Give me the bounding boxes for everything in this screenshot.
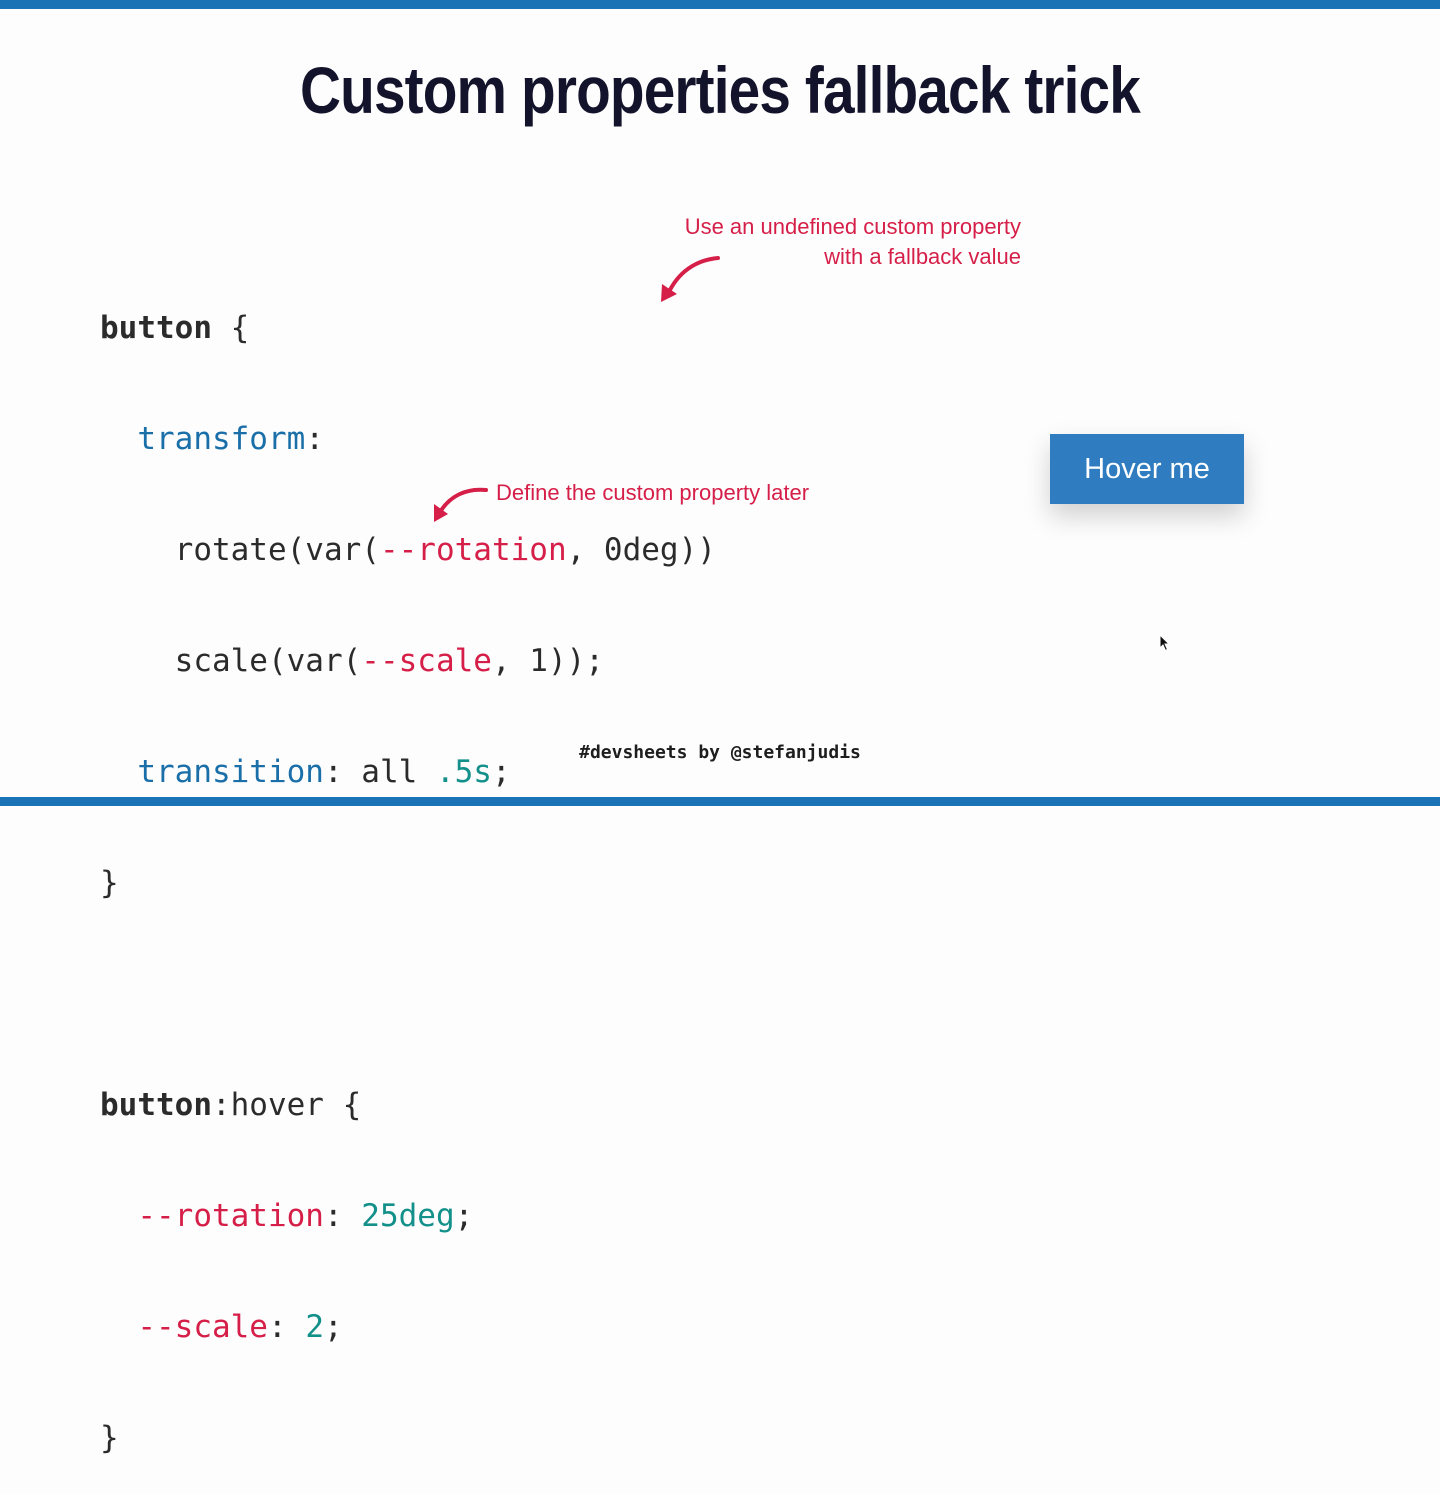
code-line: } [100, 1420, 716, 1457]
code-value: .5s [435, 754, 492, 790]
code-line: rotate(var(--rotation, 0deg)) [100, 532, 716, 569]
code-custom-property: --rotation [137, 1198, 324, 1234]
annotation-line: Use an undefined custom property [684, 214, 1021, 239]
code-value: 25deg [361, 1198, 455, 1234]
bottom-accent-bar [0, 797, 1440, 806]
annotation-line: with a fallback value [824, 244, 1021, 269]
code-text: : [323, 1198, 362, 1234]
code-text: scale(var( [174, 643, 362, 679]
code-text: rotate(var( [174, 532, 380, 568]
code-selector: button [100, 1087, 212, 1123]
annotation-define-later: Define the custom property later [496, 480, 810, 505]
code-block: button { transform: rotate(var(--rotatio… [100, 236, 716, 1494]
code-line: transition: all .5s; [100, 754, 716, 791]
code-line: --rotation: 25deg; [100, 1198, 716, 1235]
code-property: transition [137, 754, 324, 790]
code-custom-property: --scale [137, 1309, 268, 1345]
code-text: ; [454, 1198, 474, 1234]
code-text: } [100, 865, 119, 901]
code-text: ; [491, 754, 511, 790]
annotation-fallback: Use an undefined custom property with a … [685, 212, 1021, 272]
code-selector: button [100, 310, 212, 346]
footer-credit: #devsheets by @stefanjudis [579, 742, 861, 763]
code-text: : [305, 421, 324, 457]
code-text: } [100, 1420, 119, 1456]
code-line: button:hover { [100, 1087, 716, 1124]
code-custom-property: --scale [361, 643, 492, 679]
code-line: button { [100, 310, 716, 347]
code-line: --scale: 2; [100, 1309, 716, 1346]
code-blank-line [100, 976, 716, 1013]
curved-arrow-icon [434, 487, 488, 522]
code-text: ; [323, 1309, 343, 1345]
code-text: , 1)); [491, 643, 604, 679]
code-text: : [267, 1309, 306, 1345]
code-property: transform [137, 421, 306, 457]
code-text: :hover { [211, 1087, 362, 1123]
code-text: { [211, 310, 250, 346]
page-title: Custom properties fallback trick [300, 53, 1141, 127]
top-accent-bar [0, 0, 1440, 9]
hover-me-button[interactable]: Hover me [1050, 434, 1244, 504]
code-line: } [100, 865, 716, 902]
code-text: : all [323, 754, 436, 790]
code-value: 2 [305, 1309, 324, 1345]
mouse-cursor-icon [1159, 634, 1171, 652]
code-custom-property: --rotation [379, 532, 567, 568]
curved-arrow-icon [661, 256, 720, 302]
code-line: scale(var(--scale, 1)); [100, 643, 716, 680]
code-line: transform: [100, 421, 716, 458]
code-text: , 0deg)) [566, 532, 716, 568]
